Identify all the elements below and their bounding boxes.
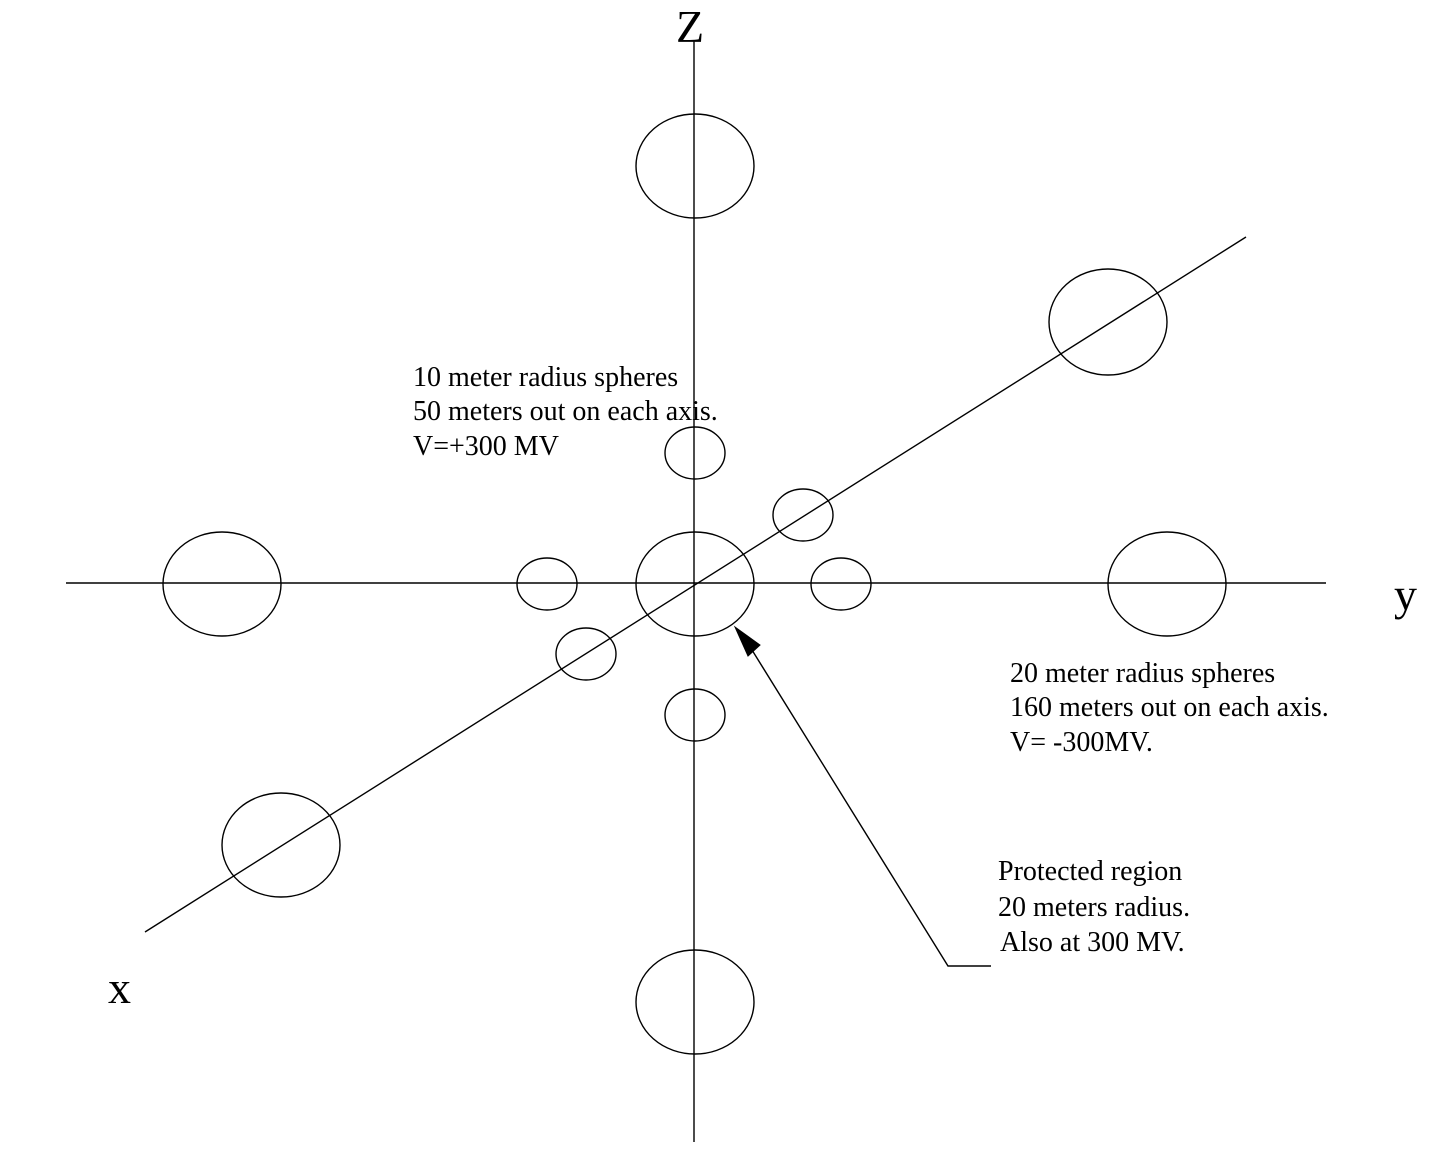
large-sphere-y-positive	[1107, 531, 1227, 637]
protected-region-leader-line	[751, 649, 991, 967]
small-sphere-y-negative	[516, 557, 578, 611]
small-sphere-z-positive	[664, 426, 726, 480]
small-sphere-x-positive	[555, 627, 617, 681]
large-spheres-note-line: 20 meter radius spheres	[1010, 658, 1275, 689]
large-sphere-x-negative	[1048, 268, 1168, 376]
z-axis-label: Z	[676, 1, 704, 52]
small-sphere-x-negative	[772, 488, 834, 542]
protected-region-note-line: Also at 300 MV.	[1000, 927, 1185, 958]
large-spheres-note-line: 160 meters out on each axis.	[1010, 692, 1329, 723]
large-spheres-note: 20 meter radius spheres 160 meters out o…	[1010, 658, 1329, 758]
small-sphere-y-positive	[810, 557, 872, 611]
small-sphere-z-negative	[664, 688, 726, 742]
large-sphere-z-positive	[635, 113, 755, 219]
small-spheres-note-line: 50 meters out on each axis.	[413, 396, 718, 427]
small-spheres-note-line: 10 meter radius spheres	[413, 362, 678, 393]
y-axis-label: y	[1394, 569, 1417, 620]
small-spheres-note-line: V=+300 MV	[413, 431, 559, 462]
protected-region-sphere	[635, 531, 755, 637]
protected-region-note-line: Protected region	[998, 856, 1182, 887]
large-spheres-note-line: V= -300MV.	[1010, 727, 1153, 758]
protected-region-note-line: 20 meters radius.	[998, 892, 1190, 923]
large-sphere-y-negative	[162, 531, 282, 637]
large-sphere-z-negative	[635, 949, 755, 1055]
large-sphere-x-positive	[221, 792, 341, 898]
protected-region-note: Protected region 20 meters radius. Also …	[998, 856, 1190, 958]
x-axis-line	[144, 236, 1247, 933]
leader-arrowhead	[733, 625, 761, 657]
small-spheres-note: 10 meter radius spheres 50 meters out on…	[413, 362, 718, 462]
x-axis-label: x	[108, 962, 131, 1013]
